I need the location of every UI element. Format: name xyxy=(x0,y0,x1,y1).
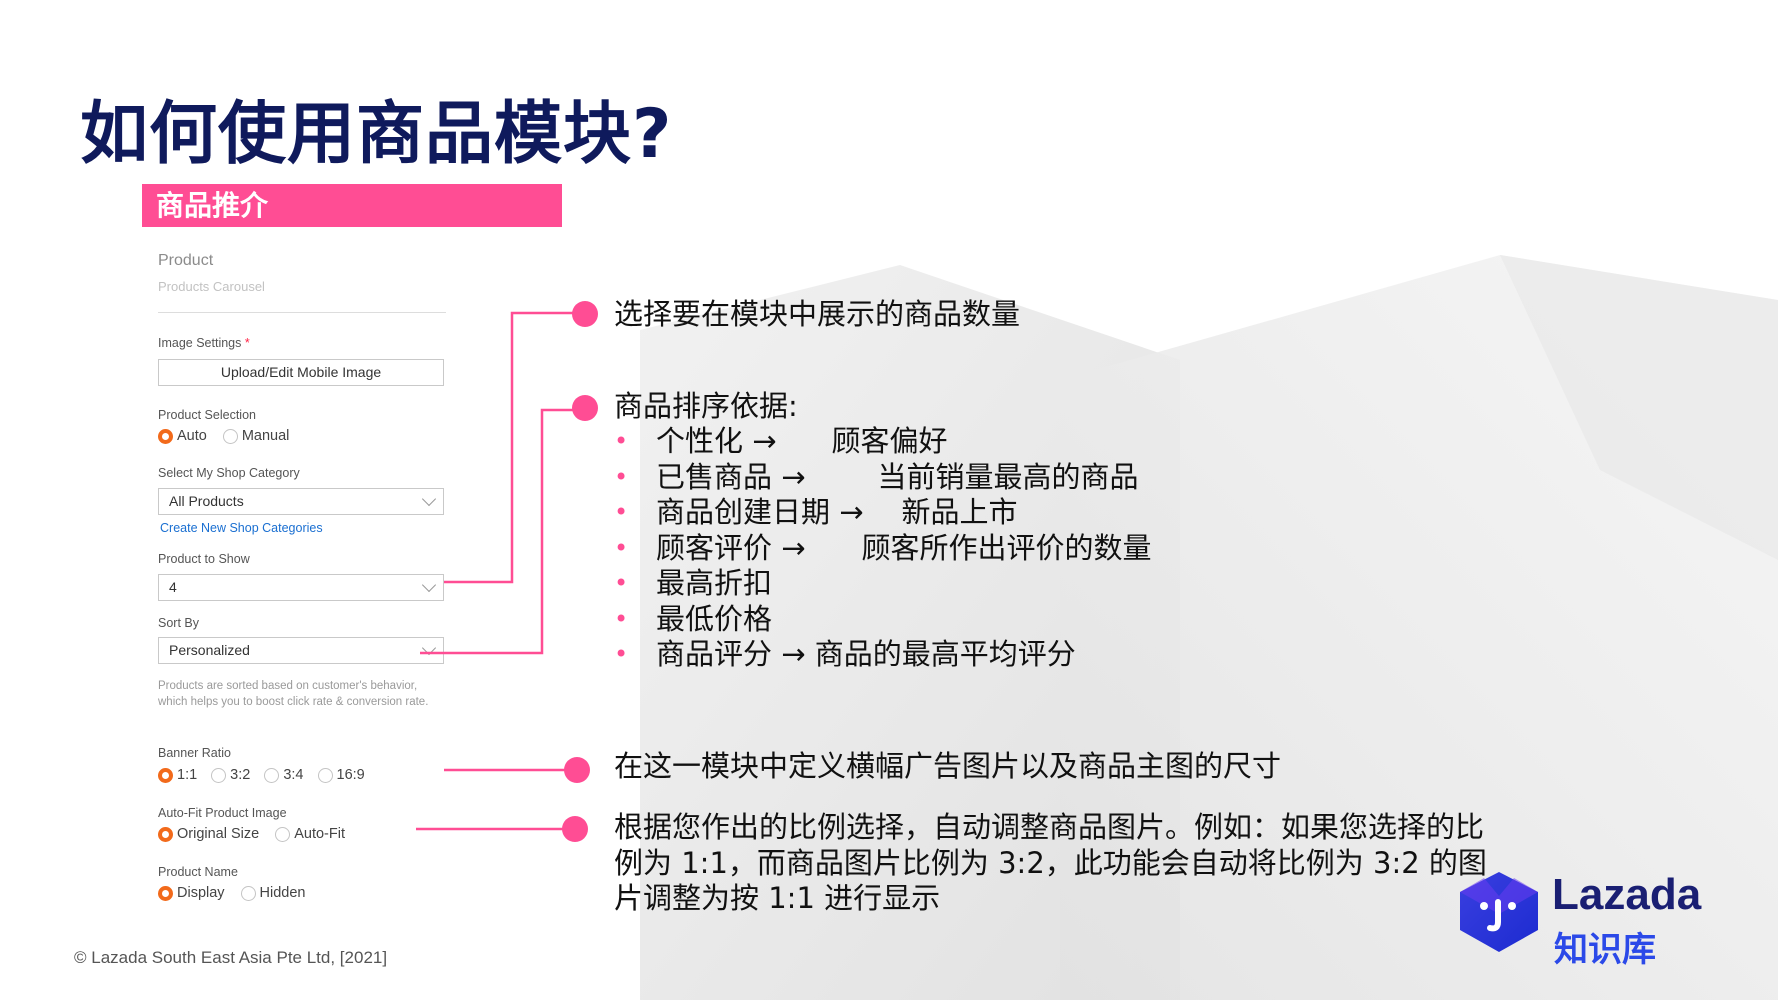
note-ratio: 在这一模块中定义横幅广告图片以及商品主图的尺寸 xyxy=(614,749,1282,783)
radio-indicator xyxy=(240,885,256,901)
product-name-radios: Display Hidden xyxy=(158,885,306,901)
list-item: 顾客评价 →顾客所作出评价的数量 xyxy=(614,531,1152,567)
sort-help-text: Products are sorted based on customer's … xyxy=(158,680,429,708)
chevron-down-icon xyxy=(421,577,437,593)
note-sort: 商品排序依据: 个性化 →顾客偏好 已售商品 →当前销量最高的商品 商品创建日期… xyxy=(614,388,1152,673)
radio-ratio-3-2[interactable]: 3:2 xyxy=(211,767,250,783)
radio-ratio-3-4[interactable]: 3:4 xyxy=(264,767,304,783)
required-mark: * xyxy=(244,336,250,350)
radio-original-size[interactable]: Original Size xyxy=(158,826,259,842)
sort-by-select[interactable]: Personalized xyxy=(158,637,444,664)
product-selection-radios: Auto Manual xyxy=(158,428,289,444)
panel-title: Product xyxy=(158,252,214,269)
product-to-show-select[interactable]: 4 xyxy=(158,574,444,601)
section-banner: 商品推介 xyxy=(142,184,562,227)
note-quantity: 选择要在模块中展示的商品数量 xyxy=(614,297,1021,331)
image-settings-label: Image Settings * xyxy=(158,336,250,350)
radio-hidden[interactable]: Hidden xyxy=(240,885,306,901)
radio-indicator xyxy=(222,428,238,444)
lazada-heart-icon xyxy=(1460,872,1538,952)
copyright-footer: © Lazada South East Asia Pte Ltd, [2021] xyxy=(74,948,388,967)
list-item: 最低价格 xyxy=(614,602,1152,638)
category-select[interactable]: All Products xyxy=(158,488,444,515)
radio-manual[interactable]: Manual xyxy=(222,428,289,444)
list-item: 商品评分 → 商品的最高平均评分 xyxy=(614,637,1152,673)
create-category-link[interactable]: Create New Shop Categories xyxy=(160,521,323,535)
lazada-logo: Lazada 知识库 xyxy=(1454,868,1701,970)
page-title: 如何使用商品模块? xyxy=(80,95,673,174)
radio-indicator xyxy=(211,767,227,783)
radio-ratio-1-1[interactable]: 1:1 xyxy=(158,767,197,783)
category-label: Select My Shop Category xyxy=(158,466,300,480)
chevron-down-icon xyxy=(421,491,437,507)
radio-auto-fit[interactable]: Auto-Fit xyxy=(275,826,345,842)
note-autofit: 根据您作出的比例选择，自动调整商品图片。例如：如果您选择的比例为 1:1，而商品… xyxy=(614,810,1487,915)
list-item: 个性化 →顾客偏好 xyxy=(614,424,1152,460)
radio-indicator xyxy=(158,767,173,783)
product-name-label: Product Name xyxy=(158,865,238,879)
list-item: 已售商品 →当前销量最高的商品 xyxy=(614,460,1152,496)
product-selection-label: Product Selection xyxy=(158,408,256,422)
radio-indicator xyxy=(158,428,173,444)
logo-subtitle: 知识库 xyxy=(1554,930,1656,970)
note-sort-heading: 商品排序依据: xyxy=(614,389,798,423)
list-item: 最高折扣 xyxy=(614,566,1152,602)
radio-indicator xyxy=(264,767,280,783)
list-item: 商品创建日期 →新品上市 xyxy=(614,495,1152,531)
sort-criteria-list: 个性化 →顾客偏好 已售商品 →当前销量最高的商品 商品创建日期 →新品上市 顾… xyxy=(614,424,1152,673)
radio-indicator xyxy=(275,826,291,842)
chevron-down-icon xyxy=(421,640,437,656)
sort-by-label: Sort By xyxy=(158,616,199,630)
product-to-show-label: Product to Show xyxy=(158,552,250,566)
radio-display[interactable]: Display xyxy=(158,885,225,901)
radio-indicator xyxy=(158,885,173,901)
panel-subtitle: Products Carousel xyxy=(158,279,265,294)
panel-divider xyxy=(158,312,446,313)
logo-wordmark: Lazada xyxy=(1552,870,1702,919)
radio-auto[interactable]: Auto xyxy=(158,428,207,444)
autofit-radios: Original Size Auto-Fit xyxy=(158,826,345,842)
banner-ratio-label: Banner Ratio xyxy=(158,746,231,760)
radio-indicator xyxy=(158,826,173,842)
banner-ratio-radios: 1:1 3:2 3:4 16:9 xyxy=(158,767,365,783)
upload-image-button[interactable]: Upload/Edit Mobile Image xyxy=(158,359,444,386)
radio-indicator xyxy=(317,767,333,783)
radio-ratio-16-9[interactable]: 16:9 xyxy=(317,767,365,783)
autofit-label: Auto-Fit Product Image xyxy=(158,806,287,820)
